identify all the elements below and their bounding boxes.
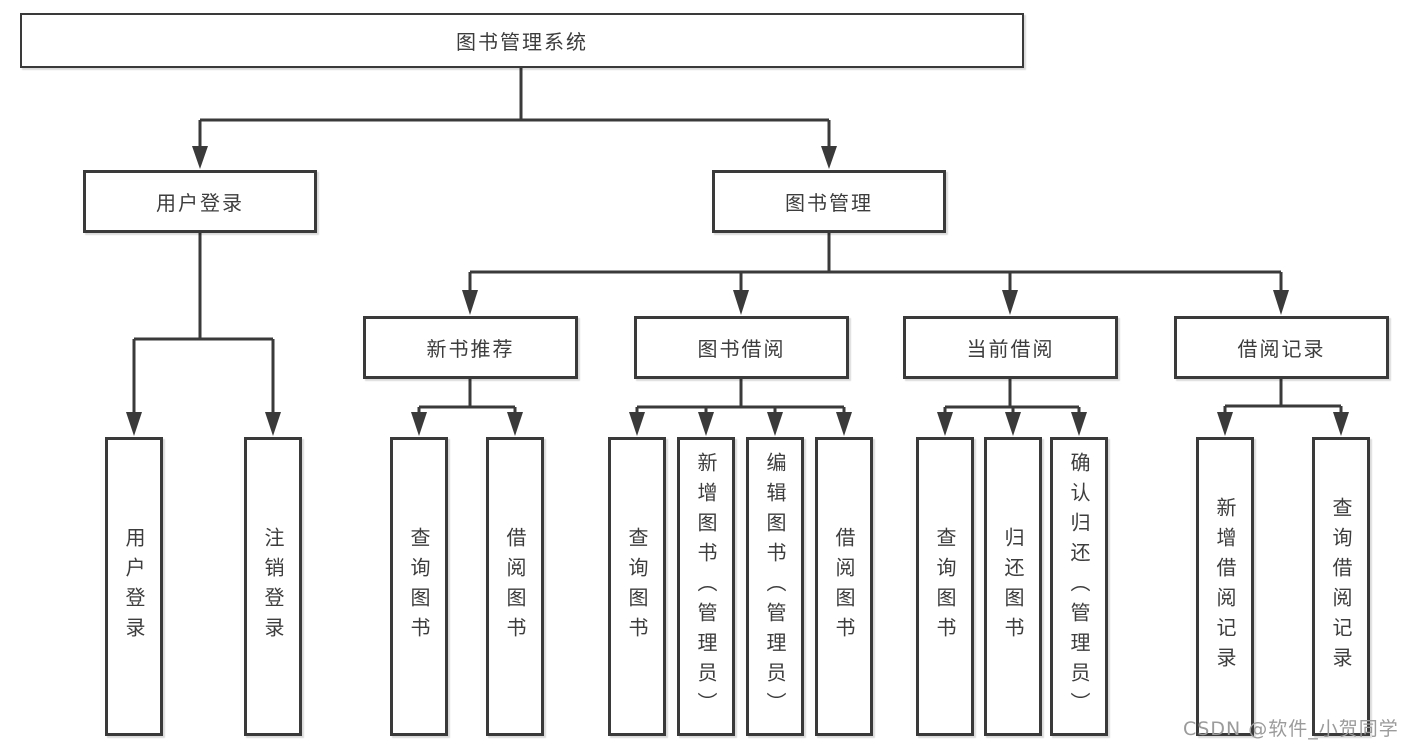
leaf-user-login: 用户登录	[105, 437, 163, 736]
leaf-add-book-admin: 新增图书（管理员）	[677, 437, 735, 736]
leaf-return-book: 归还图书	[984, 437, 1042, 736]
watermark-text: CSDN @软件_小贺同学	[1183, 718, 1399, 740]
connector-user-login-children	[126, 233, 281, 436]
connector-current-borrow-children	[937, 379, 1087, 436]
leaf-add-borrow-record: 新增借阅记录	[1196, 437, 1254, 736]
node-new-book-recommend: 新书推荐	[363, 316, 578, 379]
leaf-query-book-newbook: 查询图书	[390, 437, 448, 736]
leaf-edit-book-admin: 编辑图书（管理员）	[746, 437, 804, 736]
connector-borrow-record-children	[1217, 379, 1349, 436]
connector-new-book-children	[411, 379, 523, 436]
connector-root-to-level2	[192, 68, 837, 169]
leaf-confirm-return-admin: 确认归还（管理员）	[1050, 437, 1108, 736]
connector-book-mgmt-children	[462, 233, 1289, 315]
leaf-borrow-book-newbook: 借阅图书	[486, 437, 544, 736]
connector-book-borrow-children	[629, 379, 852, 436]
leaf-query-book-borrow: 查询图书	[608, 437, 666, 736]
node-current-borrow: 当前借阅	[903, 316, 1118, 379]
node-user-login: 用户登录	[83, 170, 317, 233]
leaf-logout: 注销登录	[244, 437, 302, 736]
node-root: 图书管理系统	[20, 13, 1024, 68]
node-book-borrow: 图书借阅	[634, 316, 849, 379]
leaf-query-borrow-record: 查询借阅记录	[1312, 437, 1370, 736]
node-book-mgmt: 图书管理	[712, 170, 946, 233]
leaf-borrow-book-borrow: 借阅图书	[815, 437, 873, 736]
leaf-query-book-current: 查询图书	[916, 437, 974, 736]
node-borrow-record: 借阅记录	[1174, 316, 1389, 379]
